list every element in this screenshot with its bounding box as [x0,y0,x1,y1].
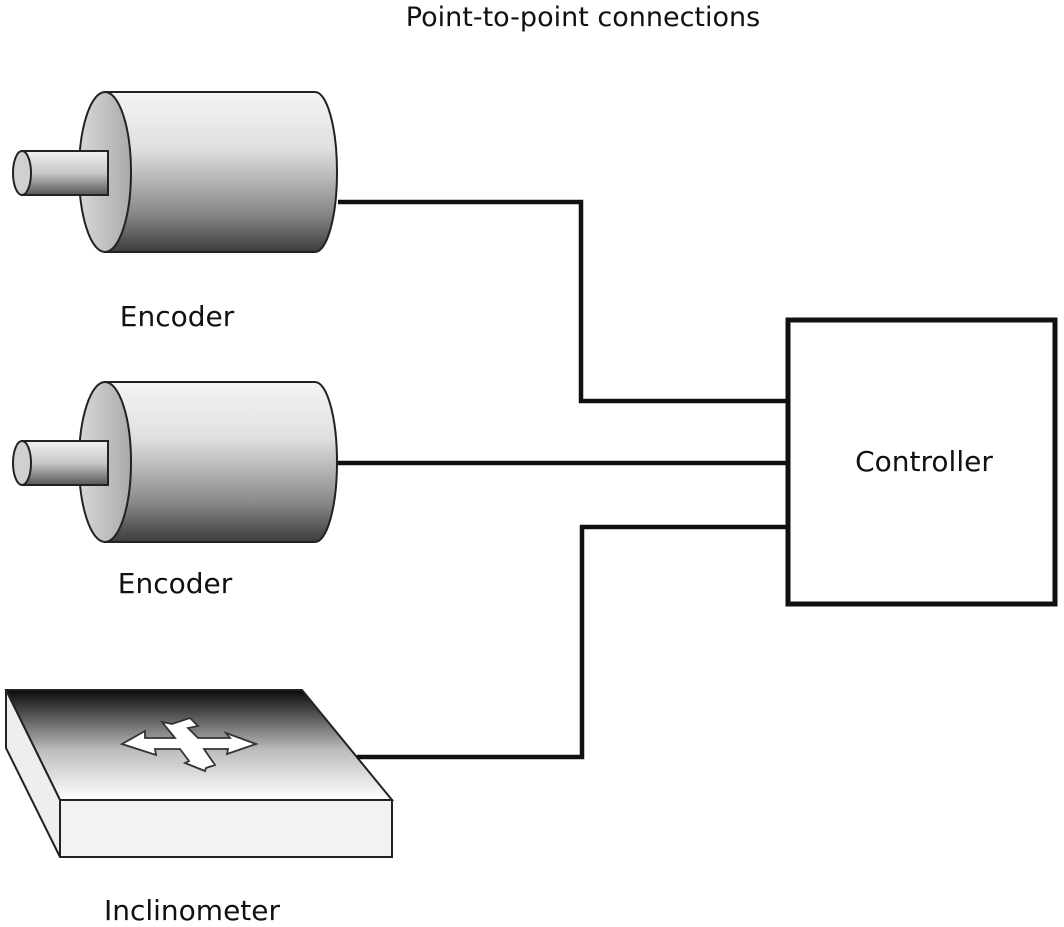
controller-label: Controller [855,445,993,478]
encoder-1-label: Encoder [120,300,235,333]
wire-encoder-1-controller [338,199,786,404]
wire-inclinometer-controller [357,524,786,760]
encoder-2-label: Encoder [118,567,233,600]
encoder-icon [12,91,338,253]
diagram-title: Point-to-point connections [406,2,760,33]
encoder-icon [12,381,338,543]
inclinometer-label: Inclinometer [104,894,281,927]
encoder-2 [12,381,338,543]
encoder-1 [12,91,338,253]
tilt-arrows-icon [119,716,259,773]
inclinometer [4,689,395,858]
controller-box [785,317,1058,607]
